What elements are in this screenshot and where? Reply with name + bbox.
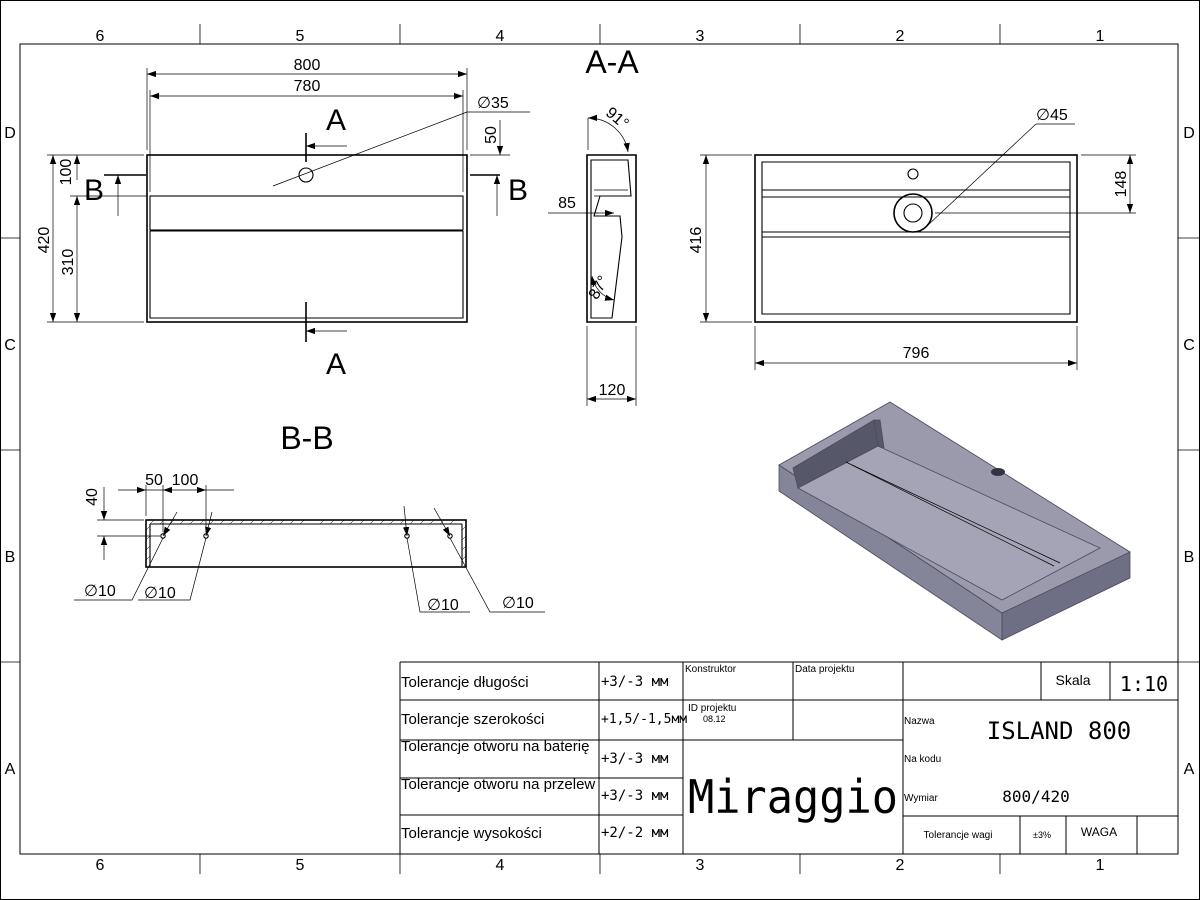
tol-overflow-cell: Tolerancje otworu na przelew	[401, 778, 596, 793]
grid-row-left: A	[5, 761, 16, 778]
id-projektu-value: 08.12	[703, 714, 726, 724]
tol-tap-hole-cell: Tolerancje otworu na baterię	[401, 740, 590, 755]
waga-label: WAGA	[1081, 825, 1117, 839]
grid-row-right: D	[1183, 125, 1195, 142]
section-aa-title: A-A	[585, 44, 639, 80]
dim-hole-diameter: ∅35	[477, 95, 509, 112]
dim-left-top: 100	[58, 159, 75, 186]
dim-bb-depth: 40	[84, 488, 101, 506]
sink-3d-render	[778, 401, 1131, 641]
wymiar-value: 800/420	[1002, 787, 1069, 806]
tol-height-value: +2/-2 мм	[601, 825, 669, 841]
grid-row-right: C	[1183, 337, 1195, 354]
title-block: Tolerancje długości +3/-3 мм Tolerancje …	[399, 661, 1178, 854]
render-tap-hole	[991, 468, 1005, 476]
grid-col-top: 5	[296, 28, 305, 45]
dim-bb-d2: 100	[172, 472, 199, 489]
grid-col-bottom: 1	[1096, 857, 1105, 874]
id-projektu-label: ID projektu	[688, 703, 736, 714]
skala-label: Skala	[1055, 672, 1090, 688]
dim-width-outer: 800	[294, 57, 321, 74]
tol-height-label: Tolerancje wysokości	[401, 825, 542, 842]
grid-col-bottom: 3	[696, 857, 705, 874]
view-section-bb: B-B	[74, 420, 545, 614]
konstruktor-label: Konstruktor	[685, 664, 737, 675]
render-inner-side-wall	[873, 419, 885, 449]
grid-col-top: 1	[1096, 28, 1105, 45]
dim-top-width: 796	[903, 345, 930, 362]
cut-label-b-right: B	[508, 174, 528, 207]
brand-logo: Miraggio	[688, 770, 898, 824]
tol-tap-hole-label: Tolerancje otworu na baterię	[401, 740, 590, 755]
view-side: 91° 85 87° 120	[548, 104, 637, 406]
grid-col-top: 4	[496, 28, 505, 45]
view-top: ∅45 148 416 796	[688, 107, 1136, 370]
data-projektu-label: Data projektu	[795, 664, 854, 675]
dim-bb-hole-2: ∅10	[144, 585, 176, 602]
tol-overflow-value: +3/-3 мм	[601, 788, 669, 804]
grid-row-right: A	[1184, 761, 1195, 778]
dim-top-offset: 148	[1113, 171, 1130, 198]
view-section-aa: A-A A A B B 800 780 ∅35	[36, 44, 639, 381]
dim-bb-hole-3: ∅10	[427, 597, 459, 614]
tol-wagi-label: Tolerancje wagi	[924, 830, 993, 841]
dim-bb-hole-1: ∅10	[84, 583, 116, 600]
grid-col-top: 2	[896, 28, 905, 45]
grid-col-bottom: 4	[496, 857, 505, 874]
grid-row-right: B	[1184, 549, 1195, 566]
nazwa-value: ISLAND 800	[987, 717, 1132, 745]
grid-col-bottom: 6	[96, 857, 105, 874]
cut-label-a-bottom: A	[326, 348, 346, 381]
dim-bb-hole-4: ∅10	[502, 595, 534, 612]
dim-bb-d1: 50	[145, 472, 163, 489]
tol-length-value: +3/-3 мм	[601, 674, 669, 690]
grid-col-top: 3	[696, 28, 705, 45]
grid-row-left: B	[5, 549, 16, 566]
render-basin-floor	[797, 445, 1101, 601]
tol-width-value: +1,5/-1,5мм	[601, 712, 687, 727]
tol-width-label: Tolerancje szerokości	[401, 711, 544, 728]
section-bb-title: B-B	[280, 420, 333, 456]
skala-value: 1:10	[1120, 672, 1168, 696]
dim-top-hole-diameter: ∅45	[1036, 107, 1068, 124]
cut-label-a-top: A	[326, 104, 346, 137]
na-kodu-label: Na kodu	[904, 754, 941, 765]
dim-width-inner: 780	[294, 78, 321, 95]
grid-col-bottom: 2	[896, 857, 905, 874]
nazwa-label: Nazwa	[904, 716, 935, 727]
grid-col-bottom: 5	[296, 857, 305, 874]
dim-height-basin: 310	[60, 249, 77, 276]
wymiar-label: Wymiar	[904, 793, 938, 804]
dim-angle-top: 91°	[602, 104, 631, 133]
tol-length-label: Tolerancje długości	[401, 674, 529, 691]
dim-side-depth: 85	[558, 195, 576, 212]
grid-col-top: 6	[96, 28, 105, 45]
tol-tap-hole-value: +3/-3 мм	[601, 751, 669, 767]
cut-label-b-left: B	[84, 174, 104, 207]
tol-overflow-label: Tolerancje otworu na przelew	[401, 778, 596, 793]
dim-top-height: 416	[688, 227, 705, 254]
dim-height-total: 420	[36, 227, 53, 254]
tol-wagi-value: ±3%	[1033, 830, 1051, 840]
dim-side-thickness: 120	[599, 382, 626, 399]
grid-row-left: C	[4, 337, 16, 354]
dim-hole-offset: 50	[483, 126, 500, 144]
grid-row-left: D	[4, 125, 16, 142]
